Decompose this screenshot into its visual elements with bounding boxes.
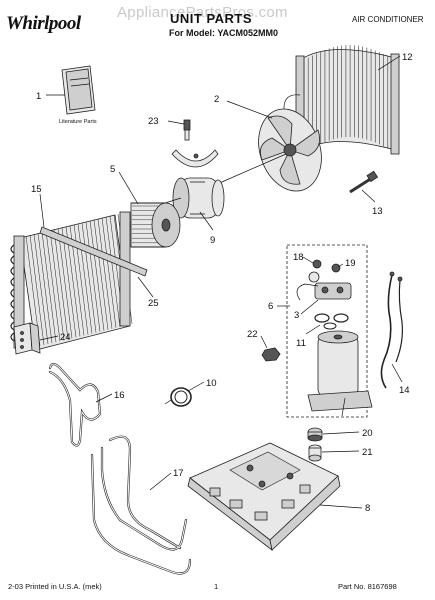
terminal-block xyxy=(296,282,352,301)
callout-12: 12 xyxy=(402,52,413,63)
callout-9: 9 xyxy=(210,235,215,246)
callout-5: 5 xyxy=(110,164,115,175)
part-number: Part No. 8167698 xyxy=(338,582,397,591)
callout-25: 25 xyxy=(148,298,159,309)
callout-3: 3 xyxy=(294,310,299,321)
compressor xyxy=(307,330,373,417)
callout-1: 1 xyxy=(36,91,41,102)
condenser-fan-blade xyxy=(258,108,322,192)
callout-13: 13 xyxy=(372,206,383,217)
product-category: AIR CONDITIONER xyxy=(352,15,424,24)
callout-11: 11 xyxy=(296,338,306,349)
callout-21: 21 xyxy=(362,447,373,458)
literature-booklet xyxy=(61,65,96,115)
whirlpool-logo: ® Whirlpool xyxy=(6,13,81,35)
callout-leader-lines xyxy=(39,55,403,509)
callout-16: 16 xyxy=(114,390,125,401)
compressor-assembly-box xyxy=(286,244,368,418)
page-number: 1 xyxy=(214,582,219,591)
motor-mount-bracket xyxy=(171,119,219,168)
valve-components xyxy=(308,259,341,283)
callout-20: 20 xyxy=(362,428,373,439)
callout-18: 18 xyxy=(293,252,304,263)
hex-nut xyxy=(261,347,281,362)
callout-6: 6 xyxy=(268,301,273,312)
callout-2: 2 xyxy=(214,94,219,105)
evaporator-coil xyxy=(10,211,133,351)
callout-19: 19 xyxy=(345,258,356,269)
callout-8: 8 xyxy=(365,503,370,514)
isolation-grommet xyxy=(307,427,323,442)
brand-name: Whirlpool xyxy=(6,13,81,34)
print-info: 2-03 Printed in U.S.A. (mek) xyxy=(8,582,102,591)
callout-23: 23 xyxy=(148,116,159,127)
blower-wheel xyxy=(130,202,181,248)
coil-support-bar xyxy=(39,226,148,277)
gasket-rings xyxy=(314,313,349,330)
fan-motor xyxy=(161,177,225,219)
callout-10: 10 xyxy=(206,378,217,389)
model-number: For Model: YACM052MM0 xyxy=(169,28,279,38)
power-cord xyxy=(380,271,403,389)
thermostat-wire-loop xyxy=(164,387,192,407)
base-pan xyxy=(187,442,341,551)
callout-numbers: 1 2 3 5 6 8 9 10 11 12 13 14 15 16 17 18… xyxy=(31,52,413,514)
literature-parts-caption: Literature Parts xyxy=(59,119,97,125)
callout-15: 15 xyxy=(31,184,42,195)
callout-24: 24 xyxy=(60,332,71,343)
site-watermark: AppliancePartsPros.com xyxy=(117,4,288,21)
callout-22: 22 xyxy=(247,329,258,340)
callout-14: 14 xyxy=(399,385,410,396)
capillary-tube xyxy=(48,362,102,447)
trademark-symbol: ® xyxy=(14,21,18,27)
mounting-screw xyxy=(349,170,379,194)
page-title: UNIT PARTS xyxy=(170,11,253,26)
refrigerant-tubing xyxy=(90,435,192,575)
compressor-sleeve xyxy=(308,444,322,462)
callout-17: 17 xyxy=(173,468,184,479)
control-switch xyxy=(13,322,41,355)
